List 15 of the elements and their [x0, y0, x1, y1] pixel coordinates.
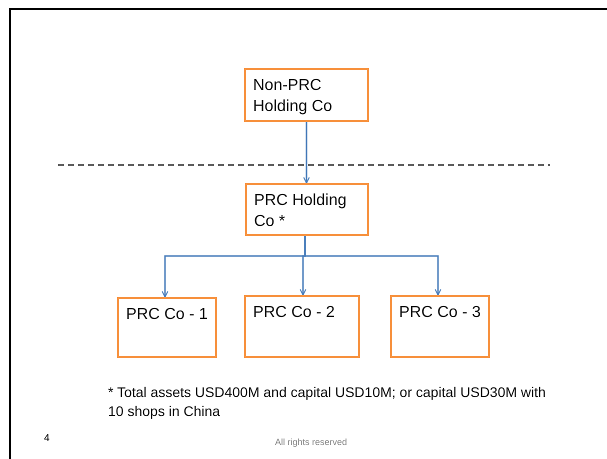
- footnote: * Total assets USD400M and capital USD10M; or capital USD30M with 10 shops in China: [108, 383, 547, 421]
- arrow: [303, 122, 310, 184]
- entity-box: [390, 295, 490, 358]
- arrow: [304, 236, 442, 296]
- entity-name: PRC Holding Co *: [254, 191, 348, 232]
- entity-box: [244, 295, 360, 358]
- copyright-notice: All rights reserved: [274, 437, 348, 447]
- entity-box: [244, 68, 369, 122]
- entity-name: PRC Co - 1: [126, 305, 208, 325]
- entity-name: PRC Co - 3: [399, 303, 481, 323]
- entity-name: Non-PRC Holding Co: [253, 76, 334, 117]
- entity-box: [117, 297, 217, 358]
- entity-box: [245, 183, 369, 236]
- page-number: 4: [44, 433, 50, 444]
- entity-name: PRC Co - 2: [253, 303, 336, 323]
